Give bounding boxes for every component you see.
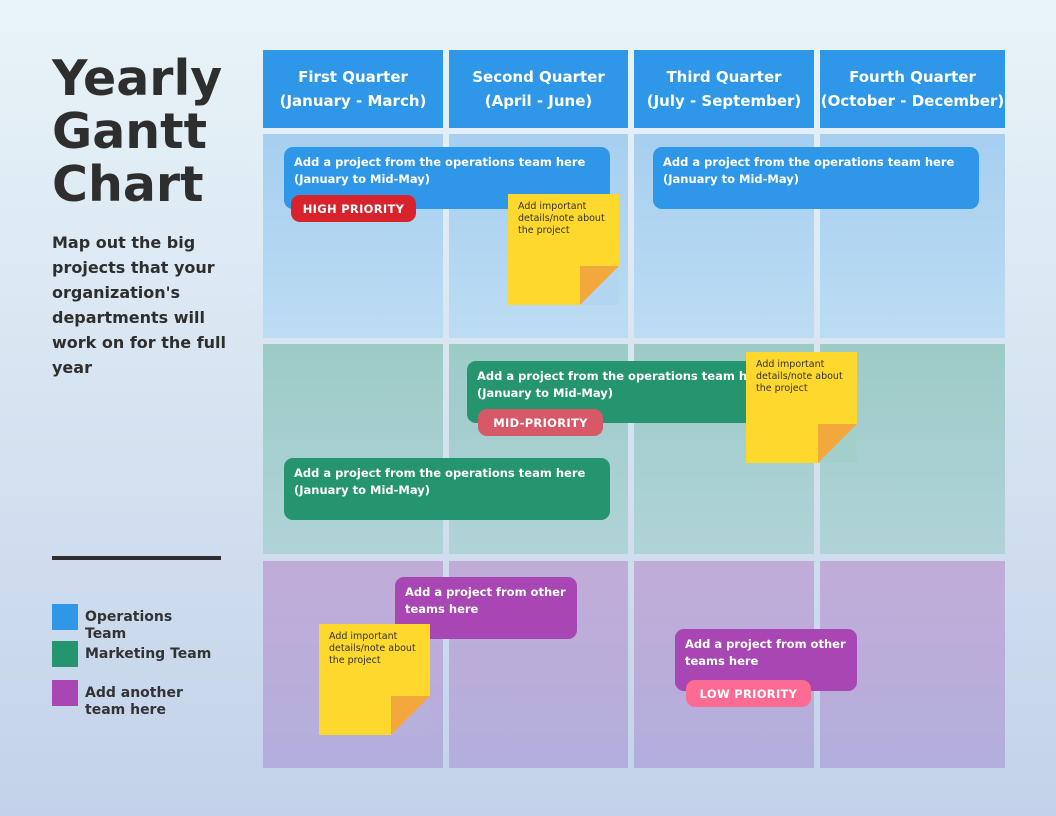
legend-label: Add another team here [85,685,183,718]
note-text: Add important details/note about the pro… [518,201,605,236]
grid-cell [263,344,443,554]
sticky-note: Add important details/note about the pro… [319,624,430,735]
project-dates: (January to Mid-May) [294,172,430,186]
project-dates: (January to Mid-May) [294,483,430,497]
legend-label: Marketing Team [85,646,212,662]
legend-swatch-operations [52,604,78,630]
project-title: Add a project from the operations team h… [294,155,586,169]
low-priority-badge: LOW PRIORITY [686,680,811,707]
legend-item-other: Add another team here [52,680,215,719]
legend-swatch-marketing [52,641,78,667]
quarter-name: First Quarter [298,68,408,86]
mid-priority-badge: MID-PRIORITY [478,409,603,436]
sticky-note: Add important details/note about the pro… [508,194,619,305]
legend-swatch-other [52,680,78,706]
page-subtitle: Map out the big projects that your organ… [52,233,227,377]
high-priority-badge: HIGH PRIORITY [291,195,416,222]
page-title: Yearly Gantt Chart [52,50,223,213]
project-title: Add a project from other teams here [405,585,566,616]
legend-label: Operations Team [85,609,173,642]
project-dates: (January to Mid-May) [663,172,799,186]
quarter-range: (July - September) [646,92,802,110]
note-text: Add important details/note about the pro… [756,359,843,394]
legend-item-operations: Operations Team [52,604,215,643]
note-text: Add important details/note about the pro… [329,631,416,666]
sticky-note: Add important details/note about the pro… [746,352,857,463]
note-fold-cut [580,266,619,305]
project-title: Add a project from the operations team h… [477,369,769,383]
quarter-name: Second Quarter [472,68,605,86]
project-title: Add a project from other teams here [685,637,846,668]
project-bar-marketing[interactable]: Add a project from the operations team h… [284,458,610,520]
quarter-name: Fourth Quarter [849,68,976,86]
quarter-header-q4: Fourth Quarter (October - December) [820,50,1005,128]
quarter-range: (January - March) [279,92,427,110]
note-fold-cut [391,696,430,735]
quarter-header-q2: Second Quarter (April - June) [449,50,628,128]
quarter-header-q1: First Quarter (January - March) [263,50,443,128]
legend-item-marketing: Marketing Team [52,641,215,667]
note-fold-cut [818,424,857,463]
quarter-header-q3: Third Quarter (July - September) [634,50,814,128]
quarter-range: (April - June) [484,92,593,110]
quarter-name: Third Quarter [666,68,782,86]
project-title: Add a project from the operations team h… [663,155,955,169]
project-bar-operations[interactable]: Add a project from the operations team h… [653,147,979,209]
project-title: Add a project from the operations team h… [294,466,586,480]
project-dates: (January to Mid-May) [477,386,613,400]
quarter-range: (October - December) [820,92,1005,110]
divider [52,556,221,560]
